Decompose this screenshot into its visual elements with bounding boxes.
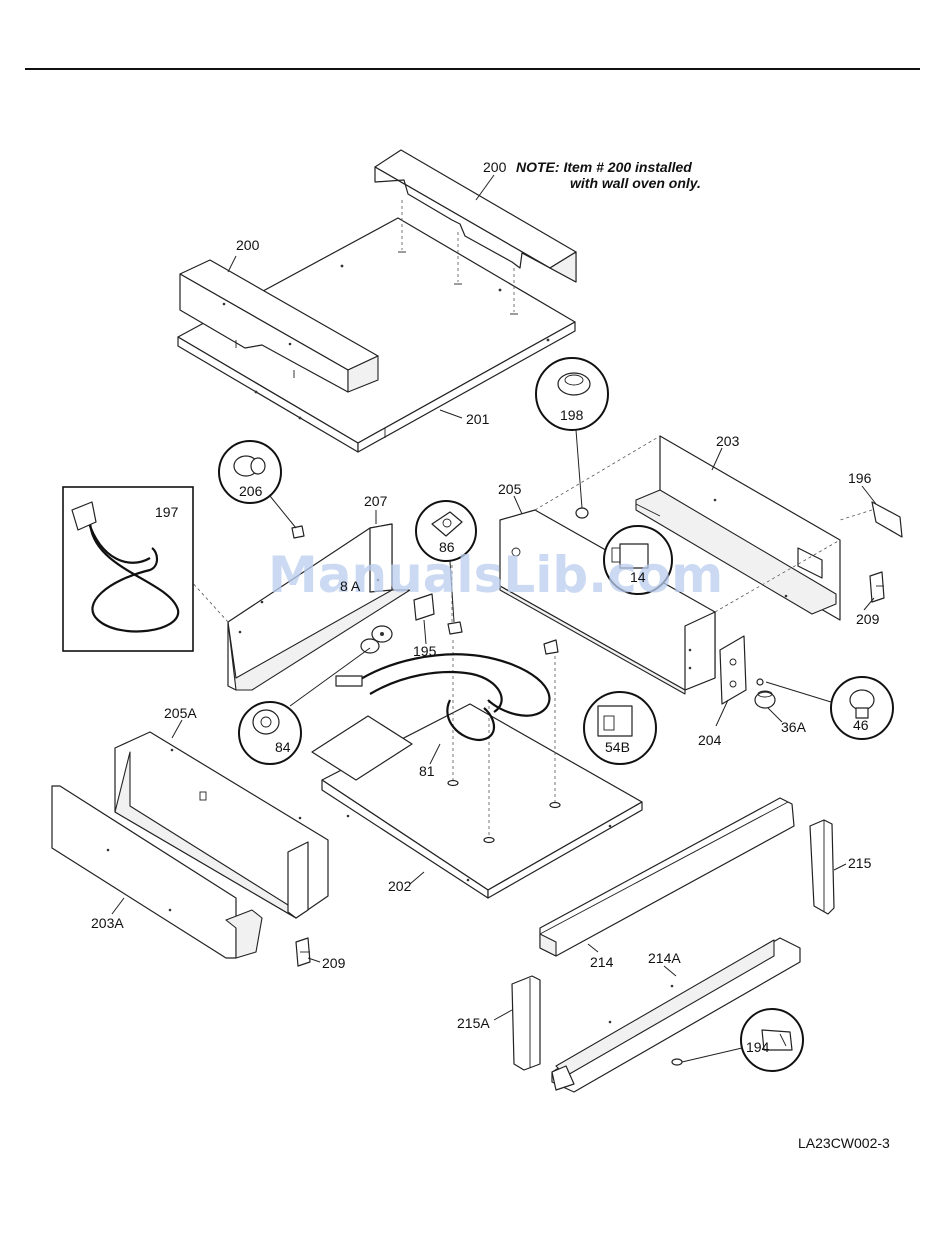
label-197: 197 [155, 504, 179, 520]
label-214: 214 [590, 954, 614, 970]
label-203a: 203A [91, 915, 124, 931]
label-198: 198 [560, 407, 584, 423]
callout-198 [536, 358, 608, 508]
bracket-196 [840, 502, 902, 537]
note-line-1: NOTE: Item # 200 installed [516, 159, 692, 175]
small-nut-206 [292, 526, 304, 538]
screw-194 [672, 1059, 682, 1065]
small-nut-198 [576, 508, 588, 518]
thermostat-8a [361, 626, 392, 653]
label-81: 81 [419, 763, 435, 779]
label-84: 84 [275, 739, 291, 755]
label-209-left: 209 [322, 955, 346, 971]
label-196: 196 [848, 470, 872, 486]
mounting-plate-204 [720, 636, 746, 704]
clip-209-right [870, 572, 884, 602]
label-201: 201 [466, 411, 490, 427]
label-215: 215 [848, 855, 872, 871]
watermark: ManualsLib.com [268, 546, 723, 604]
label-36a: 36A [781, 719, 807, 735]
label-14: 14 [630, 569, 646, 585]
label-8a: 8 A [340, 578, 361, 594]
label-214a: 214A [648, 950, 681, 966]
label-54b: 54B [605, 739, 630, 755]
trim-215a [512, 976, 540, 1070]
clip-209-left [296, 938, 310, 966]
label-209-right: 209 [856, 611, 880, 627]
label-203: 203 [716, 433, 740, 449]
label-195: 195 [413, 643, 437, 659]
label-205: 205 [498, 481, 522, 497]
label-205a: 205A [164, 705, 197, 721]
label-206: 206 [239, 483, 263, 499]
trim-215 [810, 820, 834, 914]
note-line-2: with wall oven only. [570, 175, 701, 191]
label-204: 204 [698, 732, 722, 748]
label-215a: 215A [457, 1015, 490, 1031]
label-46: 46 [853, 717, 869, 733]
label-194: 194 [746, 1039, 770, 1055]
label-202: 202 [388, 878, 412, 894]
label-200-left: 200 [236, 237, 260, 253]
clip-bracket [544, 640, 558, 654]
drawing-code: LA23CW002-3 [798, 1135, 890, 1151]
label-207: 207 [364, 493, 388, 509]
label-200-top: 200 [483, 159, 507, 175]
label-86: 86 [439, 539, 455, 555]
